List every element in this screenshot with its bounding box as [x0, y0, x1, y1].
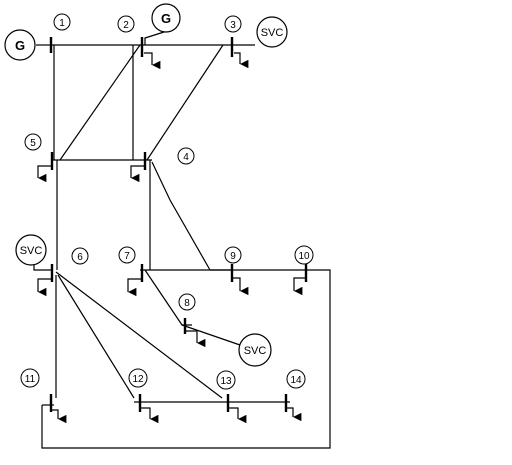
load-11-icon: [51, 409, 67, 424]
bus-label-10: 10: [298, 251, 310, 262]
svc-bus8-label: SVC: [244, 345, 267, 357]
bus-label-5: 5: [30, 138, 36, 149]
svc-bus3-icon: [256, 16, 288, 48]
bus-label-1: 1: [59, 18, 65, 29]
loads: [37, 52, 306, 424]
line-2-5: [59, 44, 141, 161]
load-3-icon: [234, 52, 249, 69]
line-6-12: [57, 274, 135, 399]
bus-label-2: 2: [123, 20, 129, 31]
bus-label-9: 9: [230, 251, 236, 262]
bus-label-3: 3: [230, 20, 236, 31]
bus-label-7: 7: [124, 251, 130, 262]
svc6-connection: [33, 265, 52, 271]
load-7-icon: [127, 278, 142, 297]
bus-label-6: 6: [77, 252, 83, 263]
generator-2-icon: [151, 3, 181, 33]
svc-bus6-label: SVC: [20, 245, 43, 257]
transmission-lines: [33, 22, 331, 449]
load-9-icon: [232, 277, 249, 296]
bus-label-13: 13: [220, 376, 232, 387]
load-14-icon: [286, 407, 302, 422]
generator-2-label: G: [161, 11, 171, 26]
line-4-9: [151, 161, 232, 271]
load-5-icon: [37, 165, 52, 183]
line-6-13: [55, 271, 223, 399]
bus-label-8: 8: [184, 298, 190, 309]
load-2-icon: [144, 52, 161, 70]
svcs: SVC SVC SVC: [15, 16, 288, 367]
bus-label-12: 12: [132, 374, 144, 385]
generator-1-label: G: [15, 38, 25, 53]
svc-bus6-icon: [15, 234, 47, 266]
load-12-icon: [140, 407, 159, 424]
line-9-10-14-loop: [41, 269, 331, 449]
generator-1-icon: [4, 29, 36, 61]
line-8-svc: [181, 324, 241, 346]
generators: G G: [4, 3, 181, 61]
load-6-icon: [37, 278, 52, 297]
load-8-icon: [185, 330, 206, 348]
bus-label-14: 14: [290, 375, 302, 386]
svc-bus8-icon: [238, 333, 272, 367]
load-4-icon: [130, 165, 145, 183]
bus-label-11: 11: [25, 374, 36, 385]
svc-bus3-label: SVC: [261, 27, 284, 39]
line-3-4: [146, 44, 224, 161]
load-10-icon: [293, 277, 306, 296]
bus-label-4: 4: [183, 152, 189, 163]
bus-numbers: [20, 13, 314, 390]
load-13-icon: [228, 407, 247, 424]
